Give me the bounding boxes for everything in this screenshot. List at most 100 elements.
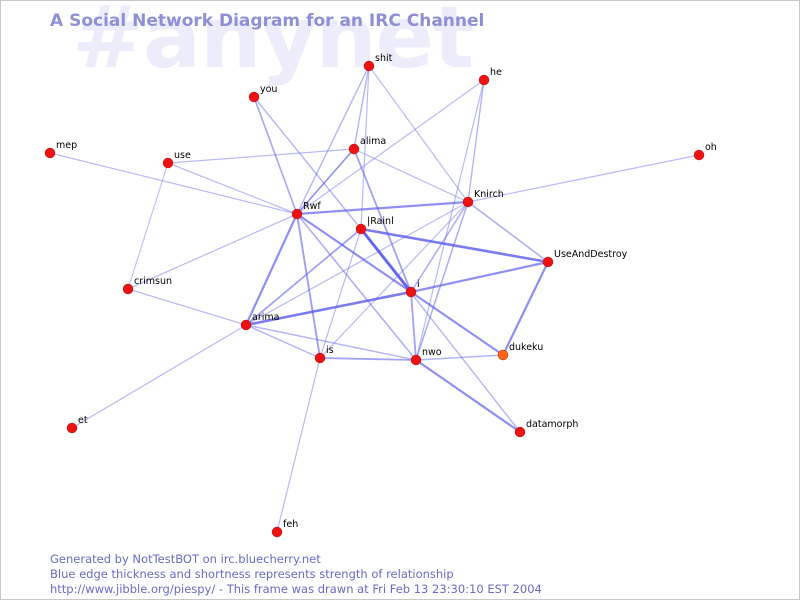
- edge-alima-Knirch: [353, 148, 469, 203]
- edge-he-nwo: [415, 79, 485, 361]
- edge-he-Rwf: [296, 79, 485, 215]
- footer-legend-note: Blue edge thickness and shortness repres…: [50, 567, 454, 581]
- node-dot-mep: [44, 147, 56, 159]
- node-label-dukeku: dukeku: [509, 342, 543, 353]
- node-dot-datamorph: [514, 426, 526, 438]
- edge-shit-Knirch: [368, 65, 469, 203]
- node-label-UseAndDestroy: UseAndDestroy: [554, 249, 628, 260]
- node-et: et: [66, 415, 88, 434]
- node-he: he: [478, 67, 502, 86]
- node-arima: arima: [240, 312, 279, 331]
- edge-alima-i: [353, 148, 412, 293]
- node-label-oh: oh: [705, 142, 717, 153]
- edge-Rainl-UseAndDestroy: [359, 227, 550, 264]
- edge-you-Rainl: [253, 96, 362, 230]
- edge-Knirch-i: [410, 201, 469, 293]
- node-label-is: is: [326, 345, 334, 356]
- node-label-use: use: [174, 150, 191, 161]
- footer-generated-by: Generated by NotTestBOT on irc.bluecherr…: [50, 552, 321, 566]
- node-dot-crimsun: [122, 283, 134, 295]
- edge-UseAndDestroy-dukeku: [501, 260, 550, 357]
- node-dukeku: dukeku: [497, 342, 543, 361]
- node-crimsun: crimsun: [122, 276, 172, 295]
- edge-arima-is: [245, 324, 321, 359]
- node-dot-alima: [348, 143, 360, 155]
- edge-i-arima: [244, 290, 413, 327]
- node-label-crimsun: crimsun: [134, 276, 172, 287]
- edge-arima-crimsun: [127, 288, 247, 326]
- node-label-arima: arima: [252, 312, 279, 323]
- edge-Rwf-you: [253, 96, 298, 215]
- edge-Rainl-i: [359, 227, 413, 294]
- node-Rwf: Rwf: [291, 201, 321, 220]
- node-dot-i: [405, 286, 417, 298]
- edge-use-crimsun: [127, 162, 169, 290]
- node-oh: oh: [693, 142, 717, 161]
- node-label-he: he: [490, 67, 502, 78]
- node-dot-use: [162, 157, 174, 169]
- node-dot-shit: [363, 60, 375, 72]
- edge-alima-shit: [353, 65, 370, 150]
- node-UseAndDestroy: UseAndDestroy: [542, 249, 628, 268]
- node-shit: shit: [363, 53, 393, 72]
- node-label-Knirch: Knirch: [474, 189, 504, 200]
- node-dot-he: [478, 74, 490, 86]
- node-i: i: [405, 279, 420, 298]
- edge-UseAndDestroy-Knirch: [467, 201, 549, 263]
- edge-Rwf-is: [296, 213, 321, 359]
- edge-Rwf-mep: [49, 152, 298, 215]
- node-dot-feh: [271, 526, 283, 538]
- edge-i-dukeku: [409, 290, 505, 357]
- edge-Rwf-use: [167, 162, 298, 215]
- node-dot-dukeku: [497, 349, 509, 361]
- node-nwo: nwo: [410, 347, 442, 366]
- node-label-feh: feh: [283, 519, 298, 530]
- node-mep: mep: [44, 140, 77, 159]
- node-dot-arima: [240, 319, 252, 331]
- edge-arima-Knirch: [245, 201, 469, 326]
- footer: Generated by NotTestBOT on irc.bluecherr…: [50, 552, 542, 597]
- node-dot-you: [248, 91, 260, 103]
- node-use: use: [162, 150, 191, 169]
- node-you: you: [248, 84, 277, 103]
- edge-Rwf-shit: [296, 65, 370, 215]
- edge-Rwf-alima: [296, 148, 355, 215]
- node-label-you: you: [260, 84, 277, 95]
- edge-Rwf-Knirch: [295, 200, 470, 216]
- edge-is-nwo: [319, 357, 417, 361]
- node-dot-UseAndDestroy: [542, 256, 554, 268]
- edge-Rainl-is: [319, 228, 362, 359]
- edge-is-Knirch: [319, 201, 469, 359]
- node-label-datamorph: datamorph: [526, 419, 578, 430]
- edge-Rwf-crimsun: [127, 213, 298, 290]
- node-label-nwo: nwo: [422, 347, 442, 358]
- node-dot-is: [314, 352, 326, 364]
- edge-arima-Rainl: [245, 228, 362, 326]
- node-is: is: [314, 345, 334, 364]
- node-label-Rwf: Rwf: [303, 201, 321, 212]
- node-label-Rainl: |Rainl: [367, 216, 394, 227]
- node-dot-et: [66, 422, 78, 434]
- edge-he-Knirch: [467, 79, 485, 203]
- edge-Rwf-nwo: [296, 213, 417, 361]
- node-dot-Rwf: [291, 208, 303, 220]
- node-feh: feh: [271, 519, 298, 538]
- node-label-i: i: [417, 279, 420, 290]
- node-dot-oh: [693, 149, 705, 161]
- node-dot-Knirch: [462, 196, 474, 208]
- edge-nwo-Knirch: [415, 201, 469, 361]
- edge-nwo-datamorph: [414, 358, 522, 434]
- node-Rainl: |Rainl: [355, 216, 394, 235]
- node-label-et: et: [78, 415, 88, 426]
- edge-nwo-i: [410, 291, 417, 361]
- edge-i-UseAndDestroy: [409, 260, 550, 294]
- node-dot-Rainl: [355, 223, 367, 235]
- edge-arima-et: [71, 324, 247, 429]
- node-label-alima: alima: [360, 136, 386, 147]
- edge-is-feh: [276, 357, 321, 533]
- footer-url-timestamp: http://www.jibble.org/piespy/ - This fra…: [50, 582, 542, 596]
- node-Knirch: Knirch: [462, 189, 504, 208]
- edge-shit-Rainl: [360, 65, 370, 230]
